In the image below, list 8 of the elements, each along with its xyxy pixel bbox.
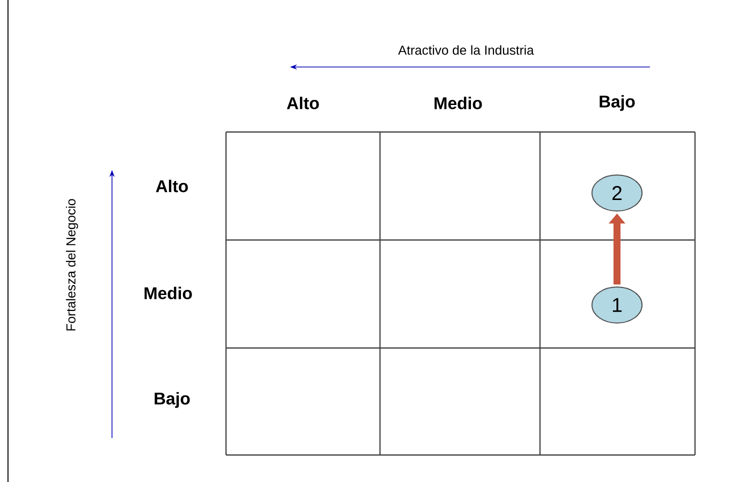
axis-title: Fortalesza del Negocio bbox=[66, 199, 78, 330]
column-header: Bajo bbox=[600, 95, 635, 111]
row-header: Medio bbox=[144, 286, 192, 300]
column-header: Alto bbox=[286, 96, 319, 110]
row-header: Bajo bbox=[154, 392, 190, 408]
row-header: Alto bbox=[156, 180, 188, 192]
axis-title: Atractivo de la Industria bbox=[398, 45, 534, 55]
column-header: Medio bbox=[434, 96, 482, 110]
